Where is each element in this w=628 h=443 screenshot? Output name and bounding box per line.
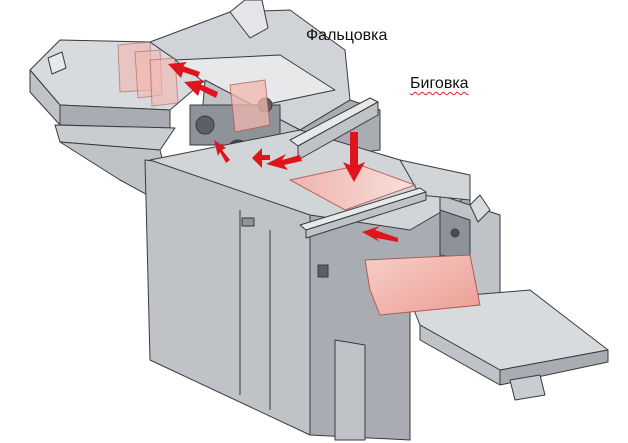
arrow-icon [252, 148, 270, 168]
arrow-icon [184, 80, 218, 98]
creasing-label: Биговка [410, 75, 469, 93]
paper-sheet-icon [364, 254, 481, 316]
flow-arrows [168, 62, 398, 242]
arrow-icon [214, 140, 230, 163]
arrow-icon [168, 62, 200, 78]
creasing-label-text: Биговка [410, 75, 469, 92]
paper-sheet-icon [288, 164, 417, 211]
feed-tray [409, 289, 609, 401]
paper-sheets [117, 41, 481, 316]
paper-sheet-icon [229, 79, 271, 133]
paper-sheet-icon [149, 57, 179, 107]
arrow-icon [343, 132, 365, 182]
arrow-icon [266, 154, 302, 170]
arrow-icon [362, 226, 398, 242]
creasing-rail [289, 97, 427, 239]
folding-label: Фальцовка [306, 27, 388, 44]
